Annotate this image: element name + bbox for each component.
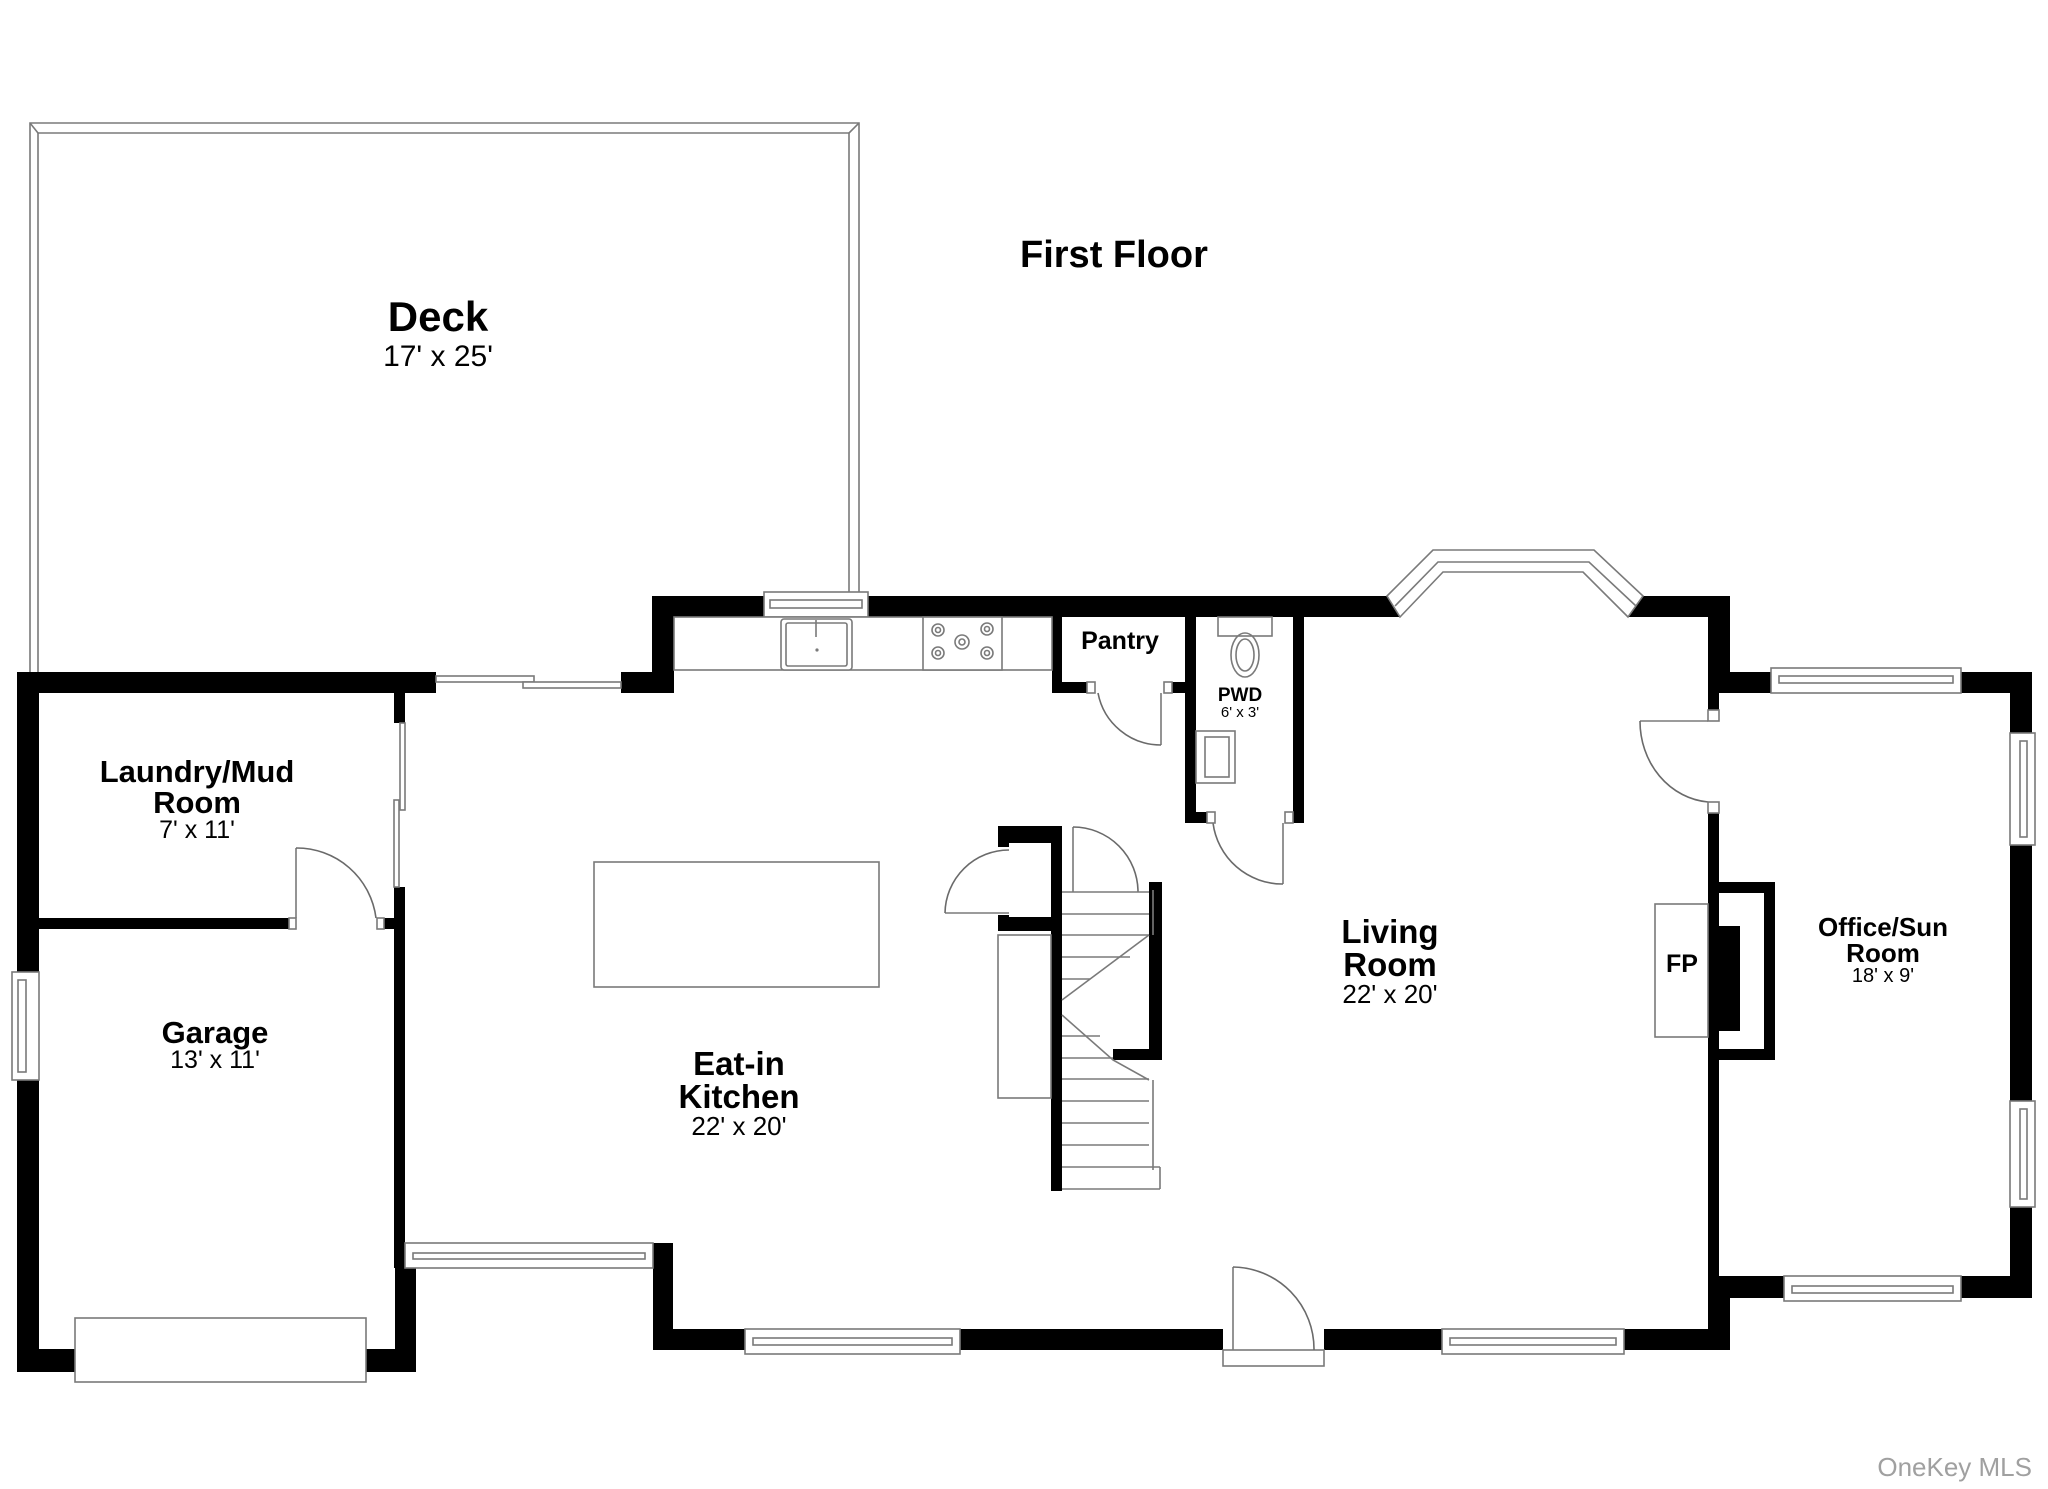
room-dims: 22' x 20' bbox=[1342, 979, 1438, 1009]
room-label-living: Living Room 22' x 20' bbox=[1341, 915, 1438, 1007]
room-name-line2: Room bbox=[1846, 938, 1920, 968]
watermark: OneKey MLS bbox=[1877, 1452, 2032, 1482]
room-label-deck: Deck 17' x 25' bbox=[383, 296, 493, 372]
room-dims: 22' x 20' bbox=[691, 1111, 787, 1141]
room-dims: 7' x 11' bbox=[159, 816, 235, 844]
room-name: Garage bbox=[161, 1015, 269, 1050]
room-name: Deck bbox=[387, 293, 489, 340]
room-name-line2: Room bbox=[1343, 946, 1437, 983]
room-name: Living bbox=[1341, 913, 1439, 950]
room-name: Pantry bbox=[1081, 627, 1159, 655]
room-label-kitchen: Eat-in Kitchen 22' x 20' bbox=[678, 1047, 799, 1139]
room-name: Office/Sun bbox=[1817, 912, 1949, 942]
deck-outline bbox=[29, 122, 860, 672]
room-name-line2: Room bbox=[153, 785, 241, 820]
room-label-office: Office/Sun Room 18' x 9' bbox=[1818, 914, 1948, 986]
room-label-garage: Garage 13' x 11' bbox=[162, 1017, 269, 1073]
windows bbox=[11, 549, 2036, 1355]
room-name: FP bbox=[1666, 950, 1698, 978]
room-dims: 6' x 3' bbox=[1220, 704, 1260, 721]
fixtures bbox=[593, 616, 1709, 1190]
room-name: PWD bbox=[1217, 685, 1263, 706]
room-label-pantry: Pantry bbox=[1081, 629, 1159, 654]
room-dims: 13' x 11' bbox=[170, 1046, 260, 1074]
room-dims: 17' x 25' bbox=[383, 340, 493, 373]
doors bbox=[74, 681, 1720, 1383]
room-label-fireplace: FP bbox=[1666, 952, 1698, 977]
room-name-line2: Kitchen bbox=[678, 1078, 800, 1115]
room-label-pwd: PWD 6' x 3' bbox=[1218, 686, 1262, 720]
plan-title: First Floor bbox=[1020, 234, 1208, 276]
room-name: Eat-in bbox=[693, 1045, 785, 1082]
room-name: Laundry/Mud bbox=[99, 754, 295, 789]
room-label-laundry: Laundry/Mud Room 7' x 11' bbox=[100, 756, 295, 843]
room-dims: 18' x 9' bbox=[1851, 965, 1915, 987]
walls bbox=[17, 596, 2032, 1372]
